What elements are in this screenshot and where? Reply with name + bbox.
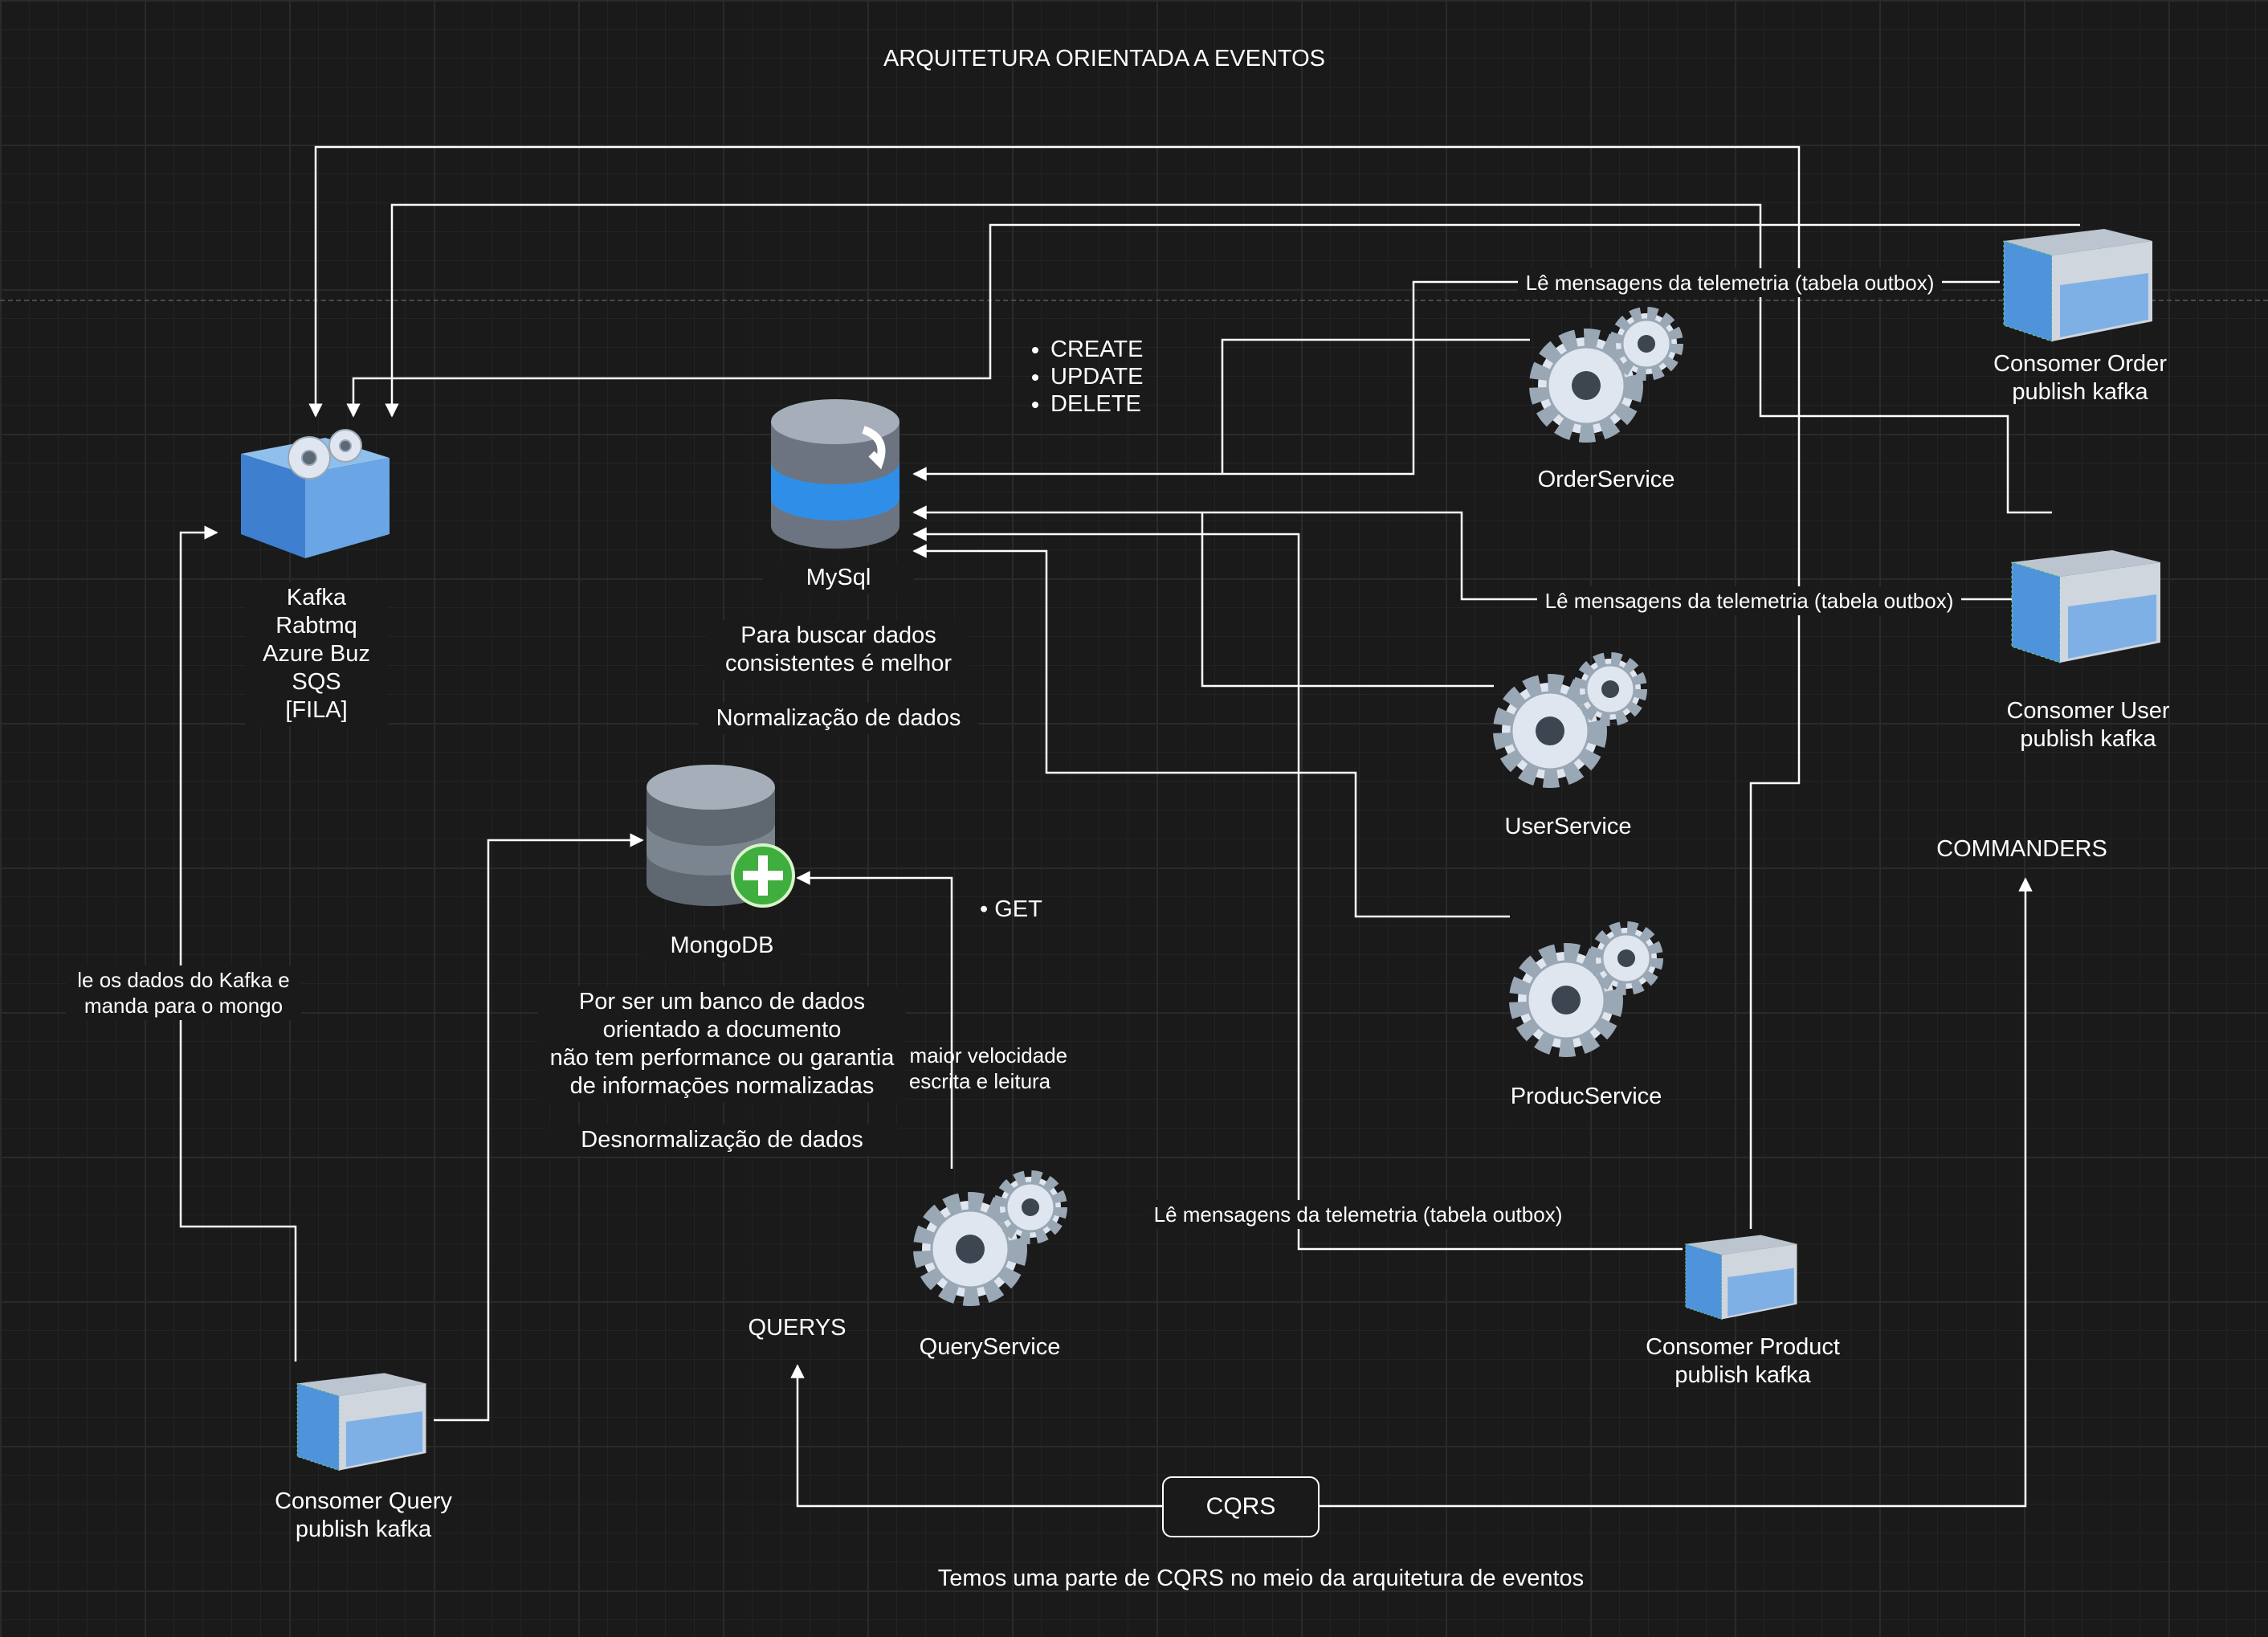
edge-user-consumer-to-queue[interactable] bbox=[385, 203, 2052, 514]
mysql-note: Para buscar dados consistentes é melhor bbox=[707, 620, 970, 680]
mysql-database-icon[interactable] bbox=[759, 398, 912, 554]
consumer-query-label: Consomer Query publish kafka bbox=[275, 1488, 452, 1542]
orderservice-gear-icon[interactable] bbox=[1526, 305, 1687, 450]
edge-cqrs-to-commanders[interactable] bbox=[1316, 877, 2033, 1508]
productservice-label: ProducService bbox=[1510, 1084, 1662, 1109]
telemetry-order-label: Lê mensagens da telemetria (tabela outbo… bbox=[1518, 268, 1942, 297]
telemetry-product-label: Lê mensagens da telemetria (tabela outbo… bbox=[1146, 1200, 1570, 1229]
consumer-order-server-icon[interactable] bbox=[2000, 225, 2160, 345]
kafka-to-mongo-label: le os dados do Kafka e manda para o mong… bbox=[66, 965, 301, 1020]
consumer-product-server-icon[interactable] bbox=[1683, 1229, 1803, 1325]
mysql-normalization: Normalização de dados bbox=[699, 703, 978, 734]
diagram-title: ARQUITETURA ORIENTADA A EVENTOS bbox=[883, 46, 1326, 71]
edge-query-consumer-to-mongodb[interactable] bbox=[434, 833, 644, 1422]
cqrs-box[interactable]: CQRS bbox=[1162, 1476, 1320, 1537]
page-break-line bbox=[0, 300, 2268, 301]
mongodb-denormalization: Desnormalização de dados bbox=[546, 1125, 898, 1156]
get-operation: • GET bbox=[980, 896, 1042, 922]
mongodb-database-icon[interactable] bbox=[638, 763, 799, 916]
querys-label: QUERYS bbox=[748, 1315, 846, 1341]
edge-queryservice-to-mongodb[interactable] bbox=[796, 871, 953, 1169]
userservice-label: UserService bbox=[1504, 814, 1632, 839]
edge-productservice-to-mysql[interactable] bbox=[912, 544, 1510, 918]
cqrs-label: CQRS bbox=[1205, 1493, 1276, 1520]
edge-product-consumer-to-mysql[interactable] bbox=[912, 527, 1683, 1251]
edge-product-consumer-to-queue[interactable] bbox=[308, 145, 1801, 1229]
edge-userservice-to-mysql[interactable] bbox=[1201, 512, 1494, 688]
consumer-order-label: Consomer Order publish kafka bbox=[1993, 351, 2167, 405]
mysql-label: MySql bbox=[763, 562, 914, 594]
consumer-product-label: Consomer Product publish kafka bbox=[1646, 1334, 1840, 1388]
queryservice-label: QueryService bbox=[919, 1334, 1061, 1360]
edge-query-consumer-to-queue[interactable] bbox=[179, 525, 297, 1361]
operation-create: CREATE bbox=[1050, 336, 1143, 363]
edge-order-consumer-to-queue[interactable] bbox=[346, 223, 2080, 418]
queue-label: Kafka Rabtmq Azure Buz SQS [FILA] bbox=[245, 582, 388, 726]
mongodb-note: Por ser um banco de dados orientado a do… bbox=[538, 986, 906, 1102]
message-queue-icon[interactable] bbox=[233, 422, 394, 562]
write-operations-list: CREATE UPDATE DELETE bbox=[1026, 336, 1143, 418]
mongodb-label: MongoDB bbox=[642, 930, 802, 961]
queryservice-gear-icon[interactable] bbox=[910, 1169, 1071, 1313]
productservice-gear-icon[interactable] bbox=[1506, 920, 1666, 1064]
edge-cqrs-to-querys[interactable] bbox=[790, 1364, 1162, 1508]
userservice-gear-icon[interactable] bbox=[1490, 651, 1650, 795]
operation-delete: DELETE bbox=[1050, 390, 1143, 418]
footer-note: Temos uma parte de CQRS no meio da arqui… bbox=[937, 1566, 1585, 1591]
orderservice-label: OrderService bbox=[1537, 467, 1675, 492]
telemetry-user-label: Lê mensagens da telemetria (tabela outbo… bbox=[1537, 586, 1961, 615]
commanders-label: COMMANDERS bbox=[1936, 836, 2107, 862]
consumer-query-server-icon[interactable] bbox=[293, 1370, 434, 1474]
consumer-user-server-icon[interactable] bbox=[2008, 546, 2168, 667]
operation-update: UPDATE bbox=[1050, 363, 1143, 390]
consumer-user-label: Consomer User publish kafka bbox=[2006, 698, 2170, 752]
edge-orderservice-to-mysql[interactable] bbox=[1221, 338, 1530, 474]
